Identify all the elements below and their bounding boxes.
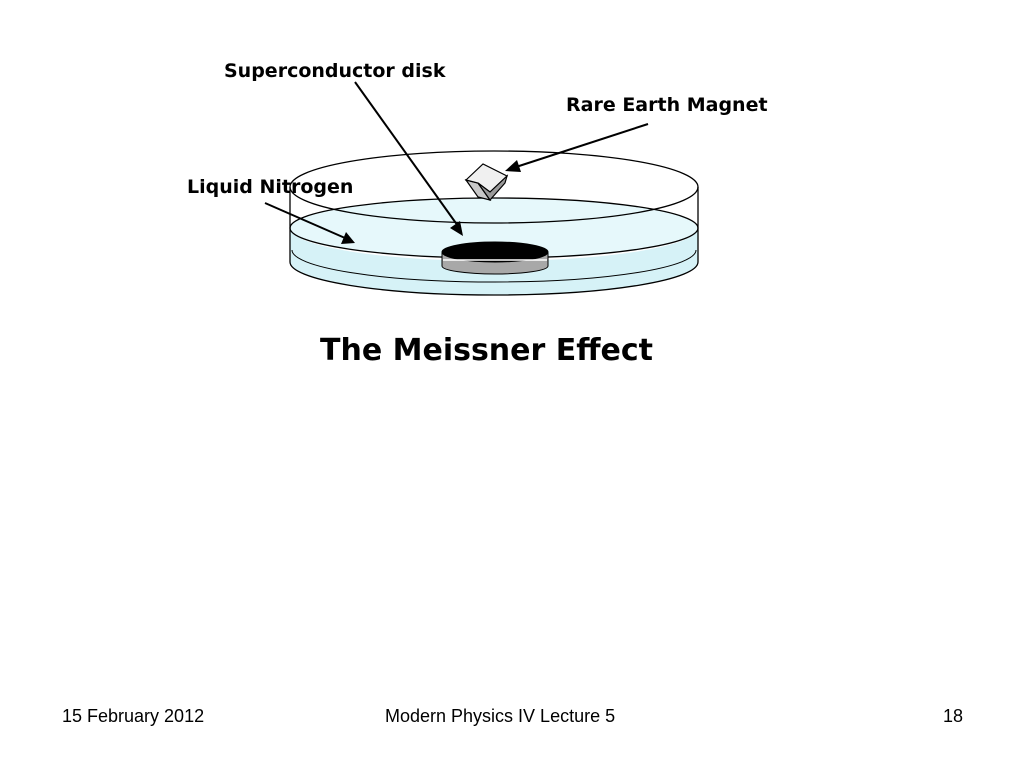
meissner-effect-diagram: Superconductor disk Rare Earth Magnet Li… [187,60,768,368]
footer-page-number: 18 [943,706,964,726]
label-liquid-nitrogen: Liquid Nitrogen [187,176,353,198]
label-superconductor-disk: Superconductor disk [224,60,446,82]
superconductor-disk [441,241,549,275]
liquid-nitrogen-arrow-line [264,202,346,239]
dish-rim [289,150,699,224]
magnet-arrow-line [515,123,649,168]
rare-earth-magnet [464,163,509,201]
dish-bottom [289,261,699,296]
magnet-arrow-head [505,160,521,172]
liquid-nitrogen-arrow-head [341,232,355,244]
magnet-face-right [477,174,509,201]
superconductor-arrow-head [450,221,463,236]
footer-date: 15 February 2012 [62,706,205,726]
label-rare-earth-magnet: Rare Earth Magnet [566,94,768,116]
arrows [264,81,649,244]
liquid-bottom-line [291,249,697,283]
superconductor-arrow-line [354,81,459,227]
disk-top [441,241,549,263]
diagram-title: The Meissner Effect [320,333,653,368]
footer-course-title: Modern Physics IV Lecture 5 [385,706,616,726]
